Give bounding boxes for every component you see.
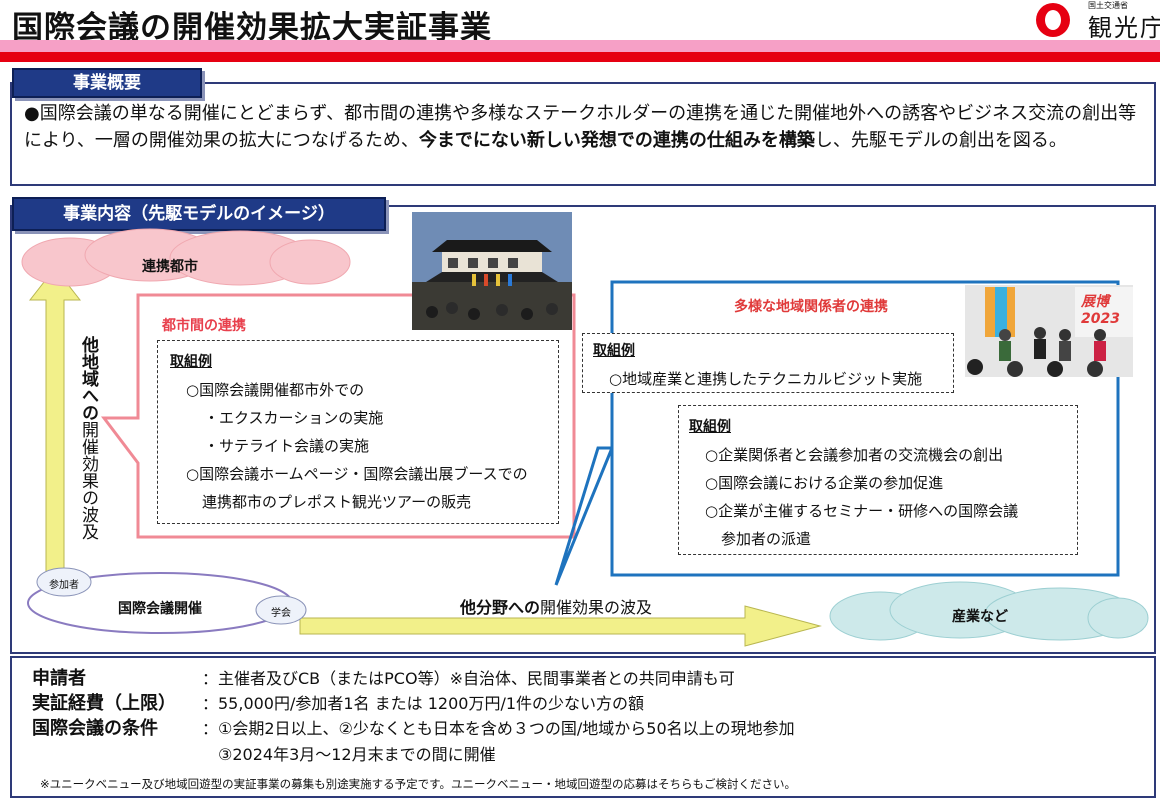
- intercity-item: 連携都市のプレポスト観光ツアーの販売: [202, 493, 472, 511]
- vertical-text-plain: 開催効果の波及: [78, 421, 98, 540]
- horizontal-text-bold: 他分野への: [460, 598, 541, 617]
- requirement-value: ：55,000円/参加者1名 または 1200万円/1件の少ない方の額: [202, 694, 645, 713]
- stakeholder-item: ○企業が主催するセミナー・研修への国際会議: [705, 502, 1019, 520]
- requirement-key: 国際会議の条件: [32, 718, 158, 739]
- overview-box: [10, 82, 1156, 186]
- logo-ministry-text: 国土交通省: [1088, 1, 1128, 10]
- stakeholder-frame: [554, 280, 1120, 586]
- stakeholder-item: ○企業関係者と会議参加者の交流機会の創出: [705, 446, 1004, 464]
- city-cloud-label: 連携都市: [142, 259, 198, 275]
- city-cloud: [21, 228, 351, 287]
- horizontal-arrow-text: 他分野への開催効果の波及: [460, 594, 652, 618]
- industry-cloud: [829, 581, 1149, 641]
- participants-label: 参加者: [49, 580, 79, 591]
- stakeholder-title: 多様な地域関係者の連携: [734, 299, 888, 315]
- jta-logo-icon: [1036, 3, 1070, 37]
- seminar-photo-image: [965, 285, 1133, 377]
- vertical-arrow-text: 他地域への開催効果の波及: [78, 336, 98, 556]
- requirement-key: 実証経費（上限）: [32, 693, 176, 714]
- overview-text-bold: 今までにない新しい発想での連携の仕組みを構築: [418, 130, 815, 151]
- horizontal-arrow: [299, 605, 822, 647]
- conference-label: 国際会議開催: [118, 601, 202, 617]
- overview-text-end: し、先駆モデルの創出を図る。: [814, 130, 1067, 151]
- intercity-item: ○国際会議ホームページ・国際会議出展ブースでの: [186, 465, 528, 483]
- academic-ellipse: [255, 595, 307, 625]
- overview-text: ●国際会議の単なる開催にとどまらず、都市間の連携や多様なステークホルダーの連携を…: [24, 100, 1144, 154]
- stakeholder-item: 参加者の派遣: [721, 530, 812, 548]
- vertical-text-bold: 他地域への: [78, 336, 98, 421]
- stakeholder-examples-box-2: 取組例 ○企業関係者と会議参加者の交流機会の創出 ○国際会議における企業の参加促…: [678, 405, 1078, 555]
- vertical-arrow: [28, 267, 82, 581]
- intercity-title: 都市間の連携: [162, 318, 246, 334]
- stakeholder-item: ○地域産業と連携したテクニカルビジット実施: [609, 370, 923, 388]
- header-band-pink: [0, 40, 1160, 52]
- participants-ellipse: [36, 567, 92, 597]
- requirement-extra: ③2024年3月～12月末までの間に開催: [218, 745, 496, 764]
- content-tab: 事業内容（先駆モデルのイメージ）: [12, 197, 386, 231]
- footnote: ※ユニークベニュー及び地域回遊型の実証事業の募集も別途実施する予定です。ユニーク…: [40, 777, 796, 791]
- intercity-examples-box: 取組例 ○国際会議開催都市外での ・エクスカーションの実施 ・サテライト会議の実…: [157, 340, 559, 524]
- logo-agency-text: 観光庁: [1088, 14, 1160, 42]
- intercity-item: ・エクスカーションの実施: [204, 409, 384, 427]
- seminar-photo: 展博2023: [965, 285, 1133, 377]
- industry-cloud-label: 産業など: [952, 609, 1008, 625]
- overview-tab: 事業概要: [12, 68, 202, 98]
- stakeholder-examples-label-1: 取組例: [593, 343, 635, 359]
- requirement-value: ：①会期2日以上、②少なくとも日本を含め３つの国/地域から50名以上の現地参加: [202, 719, 795, 738]
- overview-text-plain: ●国際会議の単なる開催にとどまらず、都市間の連携や多様なステークホルダーの連携を…: [24, 103, 1137, 151]
- stakeholder-examples-box-1: 取組例 ○地域産業と連携したテクニカルビジット実施: [582, 333, 954, 393]
- requirement-row: 実証経費（上限） ：55,000円/参加者1名 または 1200万円/1件の少ない…: [32, 689, 644, 715]
- castle-photo-image: [412, 212, 572, 330]
- stakeholder-examples-label-2: 取組例: [689, 419, 731, 435]
- header-band-red: [0, 52, 1160, 62]
- requirement-row: 国際会議の条件 ：①会期2日以上、②少なくとも日本を含め３つの国/地域から50名以…: [32, 714, 795, 740]
- requirements-box: [10, 656, 1156, 798]
- intercity-examples-label: 取組例: [170, 354, 212, 370]
- intercity-item: ・サテライト会議の実施: [204, 437, 370, 455]
- horizontal-text-plain: 開催効果の波及: [540, 598, 653, 617]
- requirement-key: 申請者: [32, 668, 86, 689]
- intercity-frame: [100, 293, 576, 539]
- requirement-value: ：主催者及びCB（またはPCO等）※自治体、民間事業者との共同申請も可: [202, 669, 735, 688]
- intercity-item: ○国際会議開催都市外での: [186, 381, 365, 399]
- academic-label: 学会: [271, 608, 291, 619]
- castle-photo: [412, 212, 572, 330]
- requirement-row: 申請者 ：主催者及びCB（またはPCO等）※自治体、民間事業者との共同申請も可: [32, 664, 735, 690]
- content-box: [10, 205, 1156, 654]
- seminar-photo-sign: 展博2023: [1081, 294, 1120, 327]
- stakeholder-item: ○国際会議における企業の参加促進: [705, 474, 944, 492]
